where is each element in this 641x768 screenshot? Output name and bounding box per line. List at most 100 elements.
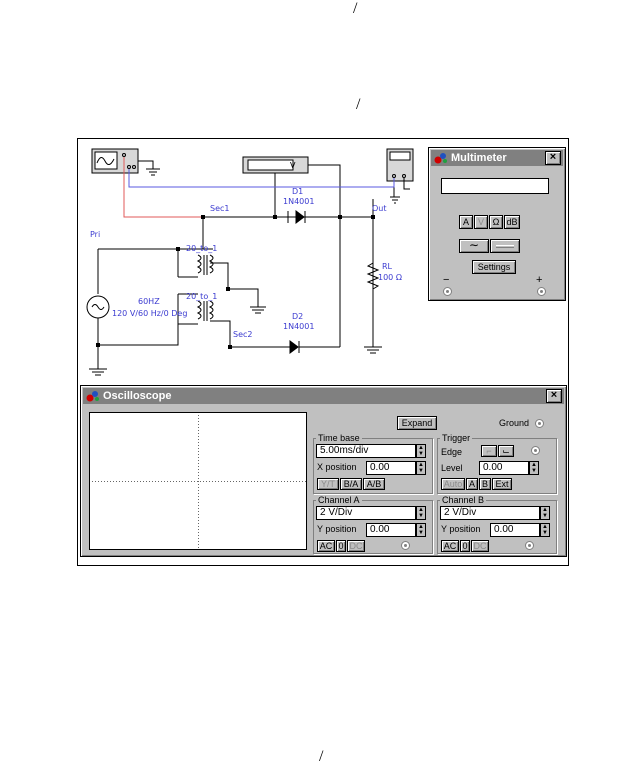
grid-dot (198, 511, 199, 512)
grid-dot (185, 481, 186, 482)
mode-ba-button[interactable]: B/A (340, 478, 362, 490)
grid-dot (198, 421, 199, 422)
grid-dot (221, 481, 222, 482)
channel-a-ypos-field[interactable]: 0.00 (366, 523, 416, 537)
grid-dot (299, 481, 300, 482)
multimeter-title: Multimeter (451, 152, 507, 164)
grid-dot (263, 481, 264, 482)
grid-dot (200, 481, 201, 482)
grid-dot (122, 481, 123, 482)
xposition-field[interactable]: 0.00 (366, 461, 416, 475)
grid-dot (198, 415, 199, 416)
blue-probe-wire (128, 169, 395, 188)
grid-dot (95, 481, 96, 482)
dc-mode-button[interactable] (490, 239, 520, 253)
channel-a-ypos-label: Y position (317, 524, 357, 534)
edge-rising-button[interactable]: ⌐ (481, 445, 497, 457)
label-voltmeter-unit: V (290, 161, 296, 170)
label-source-params: 120 V/60 Hz/0 Deg (112, 309, 187, 318)
multimeter-close-button[interactable]: × (545, 151, 561, 165)
mode-yt-button[interactable]: Y/T (317, 478, 339, 490)
channel-a-ypos-spinner[interactable]: ▲▼ (416, 523, 426, 537)
trigger-ext-button[interactable]: Ext (492, 478, 512, 490)
xposition-label: X position (317, 462, 357, 472)
trigger-auto-button[interactable]: Auto (441, 478, 465, 490)
level-spinner[interactable]: ▲▼ (529, 461, 539, 475)
grid-dot (198, 418, 199, 419)
grid-dot (197, 481, 198, 482)
grid-dot (242, 481, 243, 482)
grid-dot (198, 427, 199, 428)
channel-b-ypos-field[interactable]: 0.00 (490, 523, 540, 537)
label-d1-model: 1N4001 (283, 197, 314, 206)
page-mark-top: / (353, 0, 358, 17)
grid-dot (284, 481, 285, 482)
grid-dot (305, 481, 306, 482)
channel-a-ac-button[interactable]: AC (317, 540, 335, 552)
timebase-spinner[interactable]: ▲▼ (416, 444, 426, 458)
grid-dot (233, 481, 234, 482)
grid-dot (198, 520, 199, 521)
grid-dot (215, 481, 216, 482)
oscilloscope-close-button[interactable]: × (546, 389, 562, 403)
channel-a-terminal[interactable] (401, 541, 410, 550)
grid-dot (134, 481, 135, 482)
grid-dot (198, 430, 199, 431)
mode-decibel-button[interactable]: dB (504, 215, 520, 229)
channel-a-scale-field[interactable]: 2 V/Div (316, 506, 416, 520)
trigger-a-button[interactable]: A (466, 478, 478, 490)
grid-dot (203, 481, 204, 482)
channel-b-ac-button[interactable]: AC (441, 540, 459, 552)
mode-ammeter-button[interactable]: A (459, 215, 473, 229)
grid-dot (275, 481, 276, 482)
grid-dot (198, 433, 199, 434)
grid-dot (296, 481, 297, 482)
grid-dot (266, 481, 267, 482)
label-pri: Pri (90, 230, 100, 239)
channel-b-dc-button[interactable]: DC (471, 540, 489, 552)
grid-dot (104, 481, 105, 482)
xposition-spinner[interactable]: ▲▼ (416, 461, 426, 475)
level-field[interactable]: 0.00 (479, 461, 529, 475)
channel-a-scale-spinner[interactable]: ▲▼ (416, 506, 426, 520)
grid-dot (116, 481, 117, 482)
ground-terminal[interactable] (535, 419, 544, 428)
channel-b-ypos-spinner[interactable]: ▲▼ (540, 523, 550, 537)
oscilloscope-title-bar[interactable]: Oscilloscope × (83, 388, 564, 404)
mode-ab-button[interactable]: A/B (363, 478, 385, 490)
grid-dot (131, 481, 132, 482)
channel-b-scale-spinner[interactable]: ▲▼ (540, 506, 550, 520)
grid-dot (198, 454, 199, 455)
edge-falling-button[interactable]: ⌙ (498, 445, 514, 457)
grid-dot (137, 481, 138, 482)
grid-dot (98, 481, 99, 482)
app-logo-icon (434, 153, 447, 164)
multimeter-window: Multimeter × A V Ω dB ∼ Settings − + (428, 147, 566, 301)
multimeter-title-bar[interactable]: Multimeter × (431, 150, 563, 166)
channel-b-terminal[interactable] (525, 541, 534, 550)
grid-dot (251, 481, 252, 482)
expand-button[interactable]: Expand (397, 416, 437, 430)
negative-terminal-label: − (443, 274, 450, 286)
grid-dot (198, 496, 199, 497)
grid-dot (257, 481, 258, 482)
mode-voltmeter-button[interactable]: V (474, 215, 488, 229)
label-sec1: Sec1 (210, 204, 230, 213)
mode-ohmmeter-button[interactable]: Ω (489, 215, 503, 229)
grid-dot (155, 481, 156, 482)
channel-b-zero-button[interactable]: 0 (460, 540, 470, 552)
label-rl-name: RL (382, 262, 393, 271)
grid-dot (198, 508, 199, 509)
channel-b-scale-field[interactable]: 2 V/Div (440, 506, 540, 520)
channel-a-zero-button[interactable]: 0 (336, 540, 346, 552)
trigger-b-button[interactable]: B (479, 478, 491, 490)
timebase-field[interactable]: 5.00ms/div (316, 444, 416, 458)
multimeter-settings-button[interactable]: Settings (472, 260, 516, 274)
grid-dot (170, 481, 171, 482)
grid-dot (290, 481, 291, 482)
ac-mode-button[interactable]: ∼ (459, 239, 489, 253)
negative-terminal[interactable] (443, 287, 452, 296)
channel-a-dc-button[interactable]: DC (347, 540, 365, 552)
trigger-terminal[interactable] (531, 446, 540, 455)
positive-terminal[interactable] (537, 287, 546, 296)
